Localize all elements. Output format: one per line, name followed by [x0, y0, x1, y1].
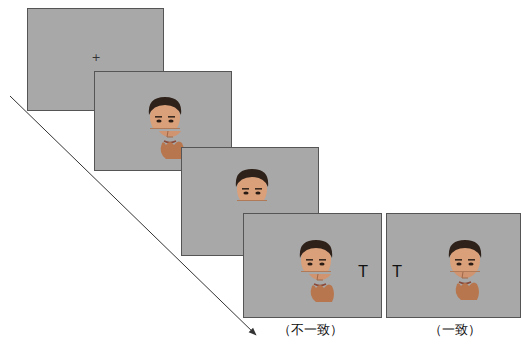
test-screen: T （一致）: [386, 213, 520, 341]
test-screen: [244, 214, 382, 318]
upper-face: [236, 169, 268, 207]
test-screen: [387, 214, 521, 318]
target-letter: T: [358, 263, 367, 281]
condition-label: （不一致）: [278, 321, 343, 339]
fixation-cross: +: [91, 51, 100, 64]
target-letter: T: [392, 263, 401, 281]
time-arrow: [10, 96, 256, 335]
condition-label: （一致）: [429, 321, 481, 339]
composite-face: [149, 97, 185, 159]
fixation-screen: +: [27, 8, 163, 110]
composite-face: [449, 240, 481, 300]
test-screen: T （不一致）: [243, 213, 381, 341]
composite-face: [300, 240, 335, 302]
